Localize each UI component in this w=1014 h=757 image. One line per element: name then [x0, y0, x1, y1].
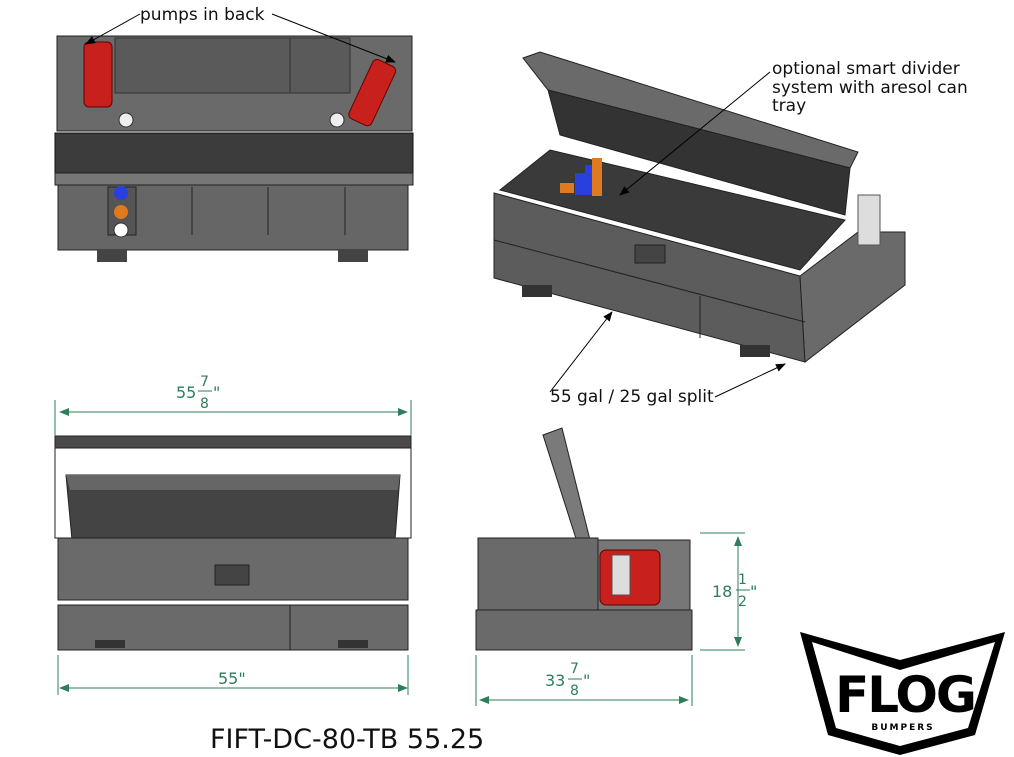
- svg-text:8: 8: [570, 683, 579, 699]
- svg-text:FLOG: FLOG: [835, 666, 975, 724]
- callout-divider: optional smart divider system with areso…: [772, 59, 973, 116]
- flog-badge-icon: [634, 244, 666, 264]
- svg-text:2: 2: [738, 594, 747, 610]
- back-view: [54, 35, 414, 262]
- dim-bottom: 55": [218, 669, 246, 688]
- part-number: FIFT-DC-80-TB 55.25: [210, 724, 484, 755]
- svg-text:": ": [583, 671, 590, 690]
- svg-text:": ": [213, 383, 220, 402]
- flog-logo: FLOG BUMPERS: [800, 632, 1005, 755]
- dim-height-whole: 18: [712, 582, 732, 601]
- orange-cap-icon: [114, 205, 128, 219]
- callout-pumps: pumps in back: [140, 5, 265, 25]
- dim-top-num: 7: [200, 374, 209, 390]
- front-view: [54, 435, 412, 651]
- svg-text:1: 1: [738, 572, 747, 588]
- side-view: [475, 427, 693, 651]
- pump-icon: [83, 41, 113, 108]
- callout-split: 55 gal / 25 gal split: [550, 387, 714, 407]
- pump-icon: [348, 59, 397, 127]
- dim-top-whole: 55: [176, 383, 196, 402]
- svg-text:BUMPERS: BUMPERS: [871, 723, 934, 733]
- blue-cap-icon: [114, 186, 128, 200]
- dim-depth-whole: 33: [545, 671, 565, 690]
- isometric-view: [493, 51, 906, 363]
- svg-text:": ": [750, 582, 757, 601]
- dim-top-den: 8: [200, 396, 209, 412]
- svg-text:7: 7: [570, 661, 579, 677]
